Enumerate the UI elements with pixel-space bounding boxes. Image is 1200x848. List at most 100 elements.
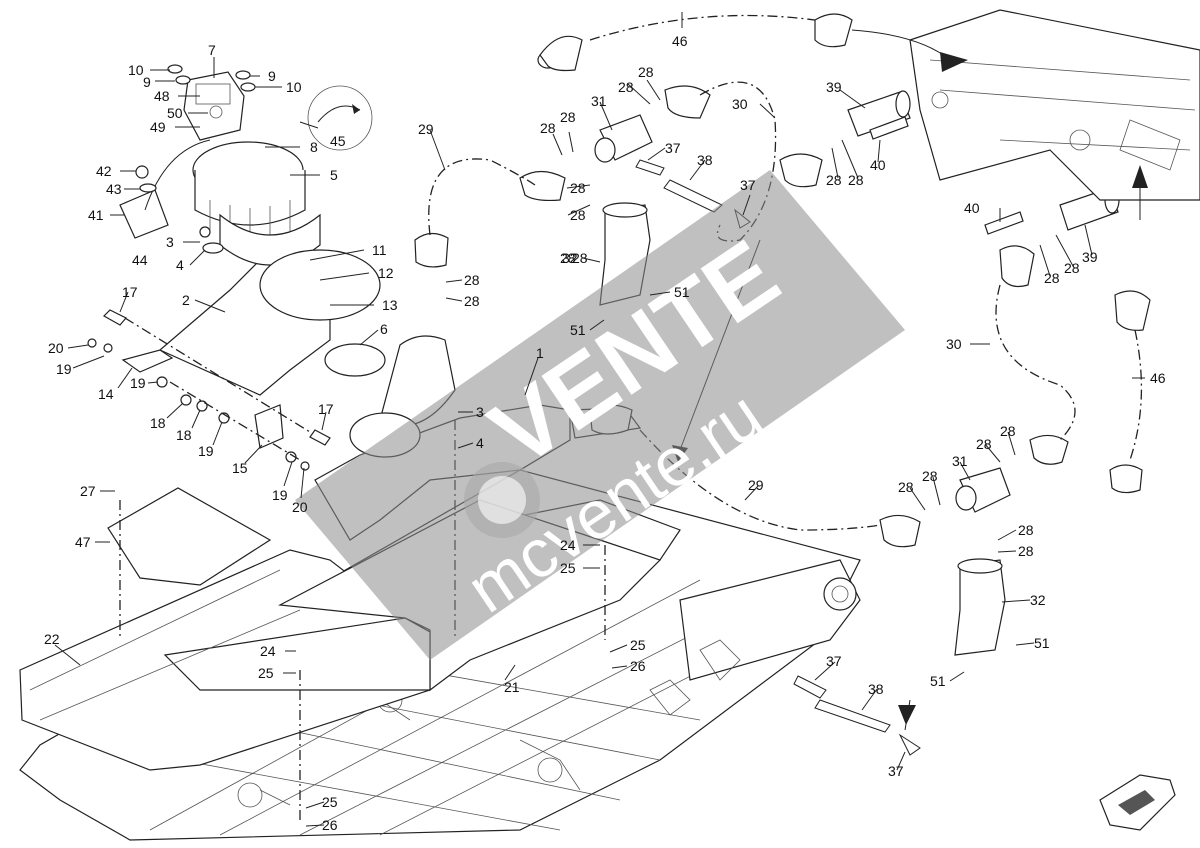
callout-10: 10 [286, 79, 302, 95]
callout-25: 25 [630, 637, 646, 653]
callout-4: 4 [476, 435, 484, 451]
control-box [119, 64, 256, 254]
callout-4: 4 [176, 257, 184, 273]
bellows-hoses [414, 13, 1151, 548]
callout-32: 32 [1030, 592, 1046, 608]
callout-19: 19 [198, 443, 214, 459]
callout-20: 20 [48, 340, 64, 356]
callout-24: 24 [260, 643, 276, 659]
callout-46: 46 [672, 33, 688, 49]
callout-50: 50 [167, 105, 183, 121]
callout-26: 26 [630, 658, 646, 674]
callout-28: 28 [1018, 543, 1034, 559]
callout-40: 40 [870, 157, 886, 173]
callout-39: 39 [826, 79, 842, 95]
callout-29: 29 [418, 121, 434, 137]
callout-44: 44 [132, 252, 148, 268]
callout-5: 5 [330, 167, 338, 183]
callout-28: 28 [1000, 423, 1016, 439]
callout-28: 28 [826, 172, 842, 188]
callout-25: 25 [322, 794, 338, 810]
callout-48: 48 [154, 88, 170, 104]
callout-10: 10 [128, 62, 144, 78]
callout-49: 49 [150, 119, 166, 135]
callout-28: 28 [464, 293, 480, 309]
callout-17: 17 [318, 401, 334, 417]
callout-40: 40 [964, 200, 980, 216]
straps-clips [635, 159, 921, 756]
callout-51: 51 [1034, 635, 1050, 651]
callout-13: 13 [382, 297, 398, 313]
callout-38: 38 [868, 681, 884, 697]
callout-27: 27 [80, 483, 96, 499]
callout-21: 21 [504, 679, 520, 695]
upper-right-frame [909, 9, 1200, 201]
callout-15: 15 [232, 460, 248, 476]
callout-11: 11 [372, 242, 387, 258]
callout-leaders [54, 12, 1145, 827]
callout-28: 28 [638, 64, 654, 80]
callout-18: 18 [176, 427, 192, 443]
callout-19: 19 [130, 375, 146, 391]
callout-39: 39 [1082, 249, 1098, 265]
callout-24: 24 [560, 537, 576, 553]
callout-51: 51 [570, 322, 586, 338]
hose-tees-nozzles [594, 114, 1011, 656]
callout-37: 37 [740, 177, 756, 193]
callout-25: 25 [258, 665, 274, 681]
callout-32: 32 [562, 250, 578, 266]
callout-28: 28 [618, 79, 634, 95]
callout-31: 31 [591, 93, 607, 109]
callout-45: 45 [330, 133, 346, 149]
callout-9: 9 [268, 68, 276, 84]
callout-30: 30 [946, 336, 962, 352]
callout-47: 47 [75, 534, 91, 550]
callout-3: 3 [476, 404, 484, 420]
callout-38: 38 [697, 152, 713, 168]
callout-28: 28 [572, 250, 588, 266]
callout-28: 28 [1018, 522, 1034, 538]
callout-22: 22 [44, 631, 60, 647]
callout-28: 28 [1064, 260, 1080, 276]
callout-41: 41 [88, 207, 104, 223]
callout-25: 25 [560, 560, 576, 576]
callout-14: 14 [98, 386, 114, 402]
bracket-fasteners [87, 309, 331, 471]
callout-28: 28 [570, 180, 586, 196]
callout-20: 20 [292, 499, 308, 515]
rotation-arrow-icon [307, 85, 373, 151]
callout-37: 37 [665, 140, 681, 156]
callout-43: 43 [106, 181, 122, 197]
callout-42: 42 [96, 163, 112, 179]
callout-28: 28 [898, 479, 914, 495]
callout-28: 28 [1044, 270, 1060, 286]
callout-46: 46 [1150, 370, 1166, 386]
callout-37: 37 [888, 763, 904, 779]
callout-17: 17 [122, 284, 138, 300]
callout-28: 28 [560, 109, 576, 125]
callout-30: 30 [732, 96, 748, 112]
callout-19: 19 [272, 487, 288, 503]
callout-51: 51 [674, 284, 690, 300]
callout-12: 12 [378, 265, 394, 281]
callout-labels: 7 10 9 9 10 48 50 49 8 45 42 43 5 41 44 … [44, 33, 1166, 833]
callout-2: 2 [182, 292, 190, 308]
callout-3: 3 [166, 234, 174, 250]
callout-28: 28 [540, 120, 556, 136]
callout-37: 37 [826, 653, 842, 669]
callout-51: 51 [930, 673, 946, 689]
callout-28: 28 [976, 436, 992, 452]
callout-19: 19 [56, 361, 72, 377]
callout-31: 31 [952, 453, 968, 469]
callout-28: 28 [560, 250, 576, 266]
callout-9: 9 [143, 74, 151, 90]
callout-7: 7 [208, 42, 216, 58]
callout-28: 28 [922, 468, 938, 484]
callout-6: 6 [380, 321, 388, 337]
callout-26: 26 [322, 817, 338, 833]
orientation-arrow-icon [1099, 774, 1176, 831]
callout-18: 18 [150, 415, 166, 431]
callout-8: 8 [310, 139, 318, 155]
callout-29: 29 [748, 477, 764, 493]
